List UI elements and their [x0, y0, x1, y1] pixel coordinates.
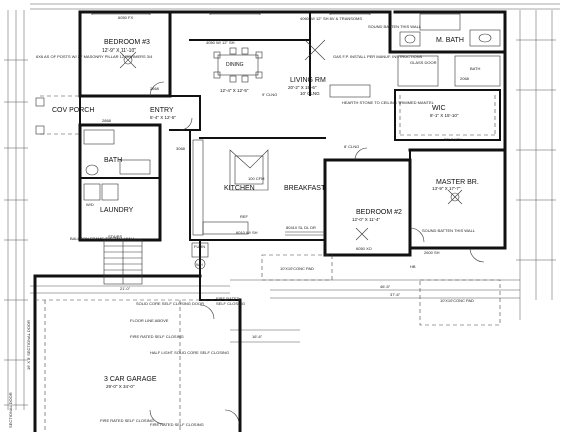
entry-name: ENTRY [150, 107, 174, 114]
dimension-lines [4, 3, 560, 410]
note-floor-line: FLOOR LINE ABOVE [130, 318, 169, 323]
living-note: 10' CLNG [300, 91, 320, 96]
note-door-2668: 2668 [150, 86, 160, 91]
note-door-3068: 3068 [176, 146, 186, 151]
note-four-sgl: 4050 W/ 12" SH [206, 40, 235, 45]
dim-46: 46'-5" [380, 284, 391, 289]
note-fire-rated3: FIRE RATED SELF CLOSING [150, 422, 204, 427]
note-balloon: BALLOON FRAME THE TALL WALL [70, 236, 136, 241]
note-stair: STAIRS [108, 234, 122, 239]
note-posts: 6X6 AS OF POSTS W/ 2F MASONRY PILLAR 12 … [36, 54, 153, 59]
bath-name: BATH [104, 157, 122, 164]
note-solid-core: SOLID CORE SELF CLOSING DOOR [136, 301, 204, 306]
note-fire-rated2: FIRE RATED SELF CLOSING [100, 418, 154, 423]
bedroom3-name: BEDROOM #3 [104, 39, 150, 46]
note-fire-rated1: FIRE RATED SELF CLOSING [130, 334, 184, 339]
note-sectional: 16' X 8' SECTIONAL DOOR [26, 320, 31, 370]
dim-21: 21'-0" [120, 286, 131, 291]
note-conc-pad2: 10'X10'CONC PAD [440, 298, 474, 303]
dim-37: 37'-6" [390, 292, 401, 297]
room-labels: BEDROOM #3 12'-9" X 11'-10" DINING 12'-4… [52, 37, 479, 389]
note-thirty-dr: 30" BARN [444, 137, 462, 142]
bedroom3-size: 12'-9" X 11'-10" [102, 48, 136, 54]
master-br-name: MASTER BR. [436, 179, 479, 186]
note-slider: 80410 SL DL DR [286, 225, 316, 230]
note-nine-clng: 9' CLNG [262, 92, 277, 97]
note-bedroom2-window: 6050 XO [356, 246, 372, 251]
m-bath-name: M. BATH [436, 37, 464, 44]
note-glass-door: GLASS DOOR [410, 60, 437, 65]
note-hl-clng: 100 CFM [248, 176, 264, 181]
note-w-d: W/D [86, 202, 94, 207]
note-sound-batten: SOUND BATTEN THIS WALL [368, 24, 422, 29]
note-door-2868: 2868 [102, 118, 112, 123]
note-hearth: HEARTH STONE TO CEILING TRIMMED MANTEL [342, 100, 435, 105]
master-br-size: 13'-9" X 17'-7" [432, 186, 461, 191]
note-gas-fp: GAS F.P. INSTALL PER MANUF. INSTRUCTIONS [333, 54, 423, 59]
note-hb: HB [410, 264, 416, 269]
wic-size: 8'-1" X 15'-10" [430, 113, 459, 118]
note-door-2600: 2600 SH [424, 250, 440, 255]
living-size: 20'-2" X 19'-6" [288, 85, 317, 90]
exterior-walls [33, 10, 507, 432]
bedroom2-size: 12'-0" X 11'-4" [352, 217, 380, 222]
note-conc-pad1: 10'X10'CONC PAD [280, 266, 314, 271]
note-transoms: 4060 W/ 12" SH 8V & TRANSOMS [300, 16, 362, 21]
kitchen-name: KITCHEN [224, 185, 255, 192]
annotation-notes: 6050 FX 4060 W/ 12" SH 8V & TRANSOMS 405… [8, 15, 480, 428]
breakfast-name: BREAKFAST [284, 185, 326, 192]
entry-size: 5'-4" X 12'-5" [150, 115, 176, 120]
dim-16: 16'-6" [252, 334, 263, 339]
note-wood-beam: 6010 W/ SH [236, 230, 258, 235]
garage-name: 3 CAR GARAGE [104, 376, 157, 383]
bedroom2-name: BEDROOM #2 [356, 209, 402, 216]
dining-size: 12'-4" X 12'-5" [220, 88, 249, 93]
cov-porch-name: COV PORCH [52, 107, 94, 114]
dining-name: DINING [226, 62, 244, 68]
interior-details [35, 12, 501, 432]
note-half-light: HALF LIGHT SOLID CORE SELF CLOSING [150, 350, 229, 355]
living-name: LIVING RM [290, 77, 326, 84]
note-eight-clng: 8' CLNG [344, 144, 359, 149]
note-fire-rated-a: FIRE RATED [216, 296, 240, 301]
note-sectional2: SECTIONAL DOOR [8, 392, 13, 428]
garage-size: 29'-0" X 34'-0" [106, 384, 135, 389]
wic-name: WIC [432, 105, 446, 112]
note-sound-batten2: SOUND BATTEN THIS WALL [422, 228, 476, 233]
note-furn: FURN [194, 244, 205, 249]
note-bath-label: BATH [470, 66, 480, 71]
note-ref: REF [240, 214, 249, 219]
note-wh: WH [196, 262, 203, 267]
note-bedroom3-window: 6050 FX [118, 15, 133, 20]
laundry-name: LAUNDRY [100, 207, 134, 214]
note-fire-rated-b: SELF CLOSING [216, 301, 245, 306]
note-door-2068: 2068 [460, 76, 470, 81]
